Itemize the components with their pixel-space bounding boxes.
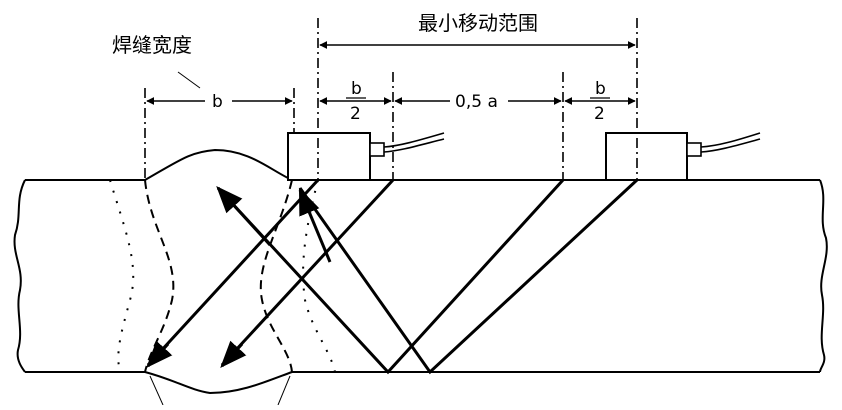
min-travel-range-label: 最小移动范围 [418,11,538,35]
half-b-numerator-2: b [595,79,606,99]
probe-left-cable [383,132,445,153]
break-line-right [819,179,828,373]
dim-b-label: b [212,92,223,112]
probe-right [605,132,761,181]
weld-root-bottom [144,371,293,395]
weld-cap-top [144,148,293,181]
text-labels: 焊缝宽度 最小移动范围 b b 2 0,5 a b 2 [112,11,606,124]
break-line-left [13,179,26,373]
weld-fusion-lines [109,179,336,373]
fusion-line-right-dashed [259,179,293,373]
weld-leader-bottom-right [277,375,291,406]
probe-left [287,132,445,181]
probe-right-body [605,132,688,181]
beam-inner [146,178,320,367]
extension-lines [144,18,638,180]
weld-width-leader [177,71,201,89]
weld-leader-bottom-left [149,375,164,406]
beam-outer [220,178,395,367]
probe-right-connector [686,142,702,157]
beam-zigzag-1 [216,178,565,375]
half-b-numerator-1: b [351,79,362,99]
beam-arrow-up-right [298,187,332,263]
probe-left-connector [369,142,385,157]
dim-half-a-label: 0,5 a [455,92,498,112]
half-b-denominator-2: 2 [594,104,605,124]
haz-boundary-left-dotted [109,179,135,373]
fusion-line-left-dashed [144,179,175,373]
beam-arrow-down-inner [146,340,173,368]
half-b-denominator-1: 2 [350,104,361,124]
beam-arrow-down-outer [220,340,247,368]
beam-zigzag-2 [298,178,639,375]
beam-paths [146,178,639,375]
probe-right-cable [700,132,761,153]
plate [13,148,828,395]
weld-width-label: 焊缝宽度 [112,33,192,57]
probe-left-body [287,132,371,181]
dimension-lines [146,41,636,406]
beam-arrow-up-left [216,186,272,247]
